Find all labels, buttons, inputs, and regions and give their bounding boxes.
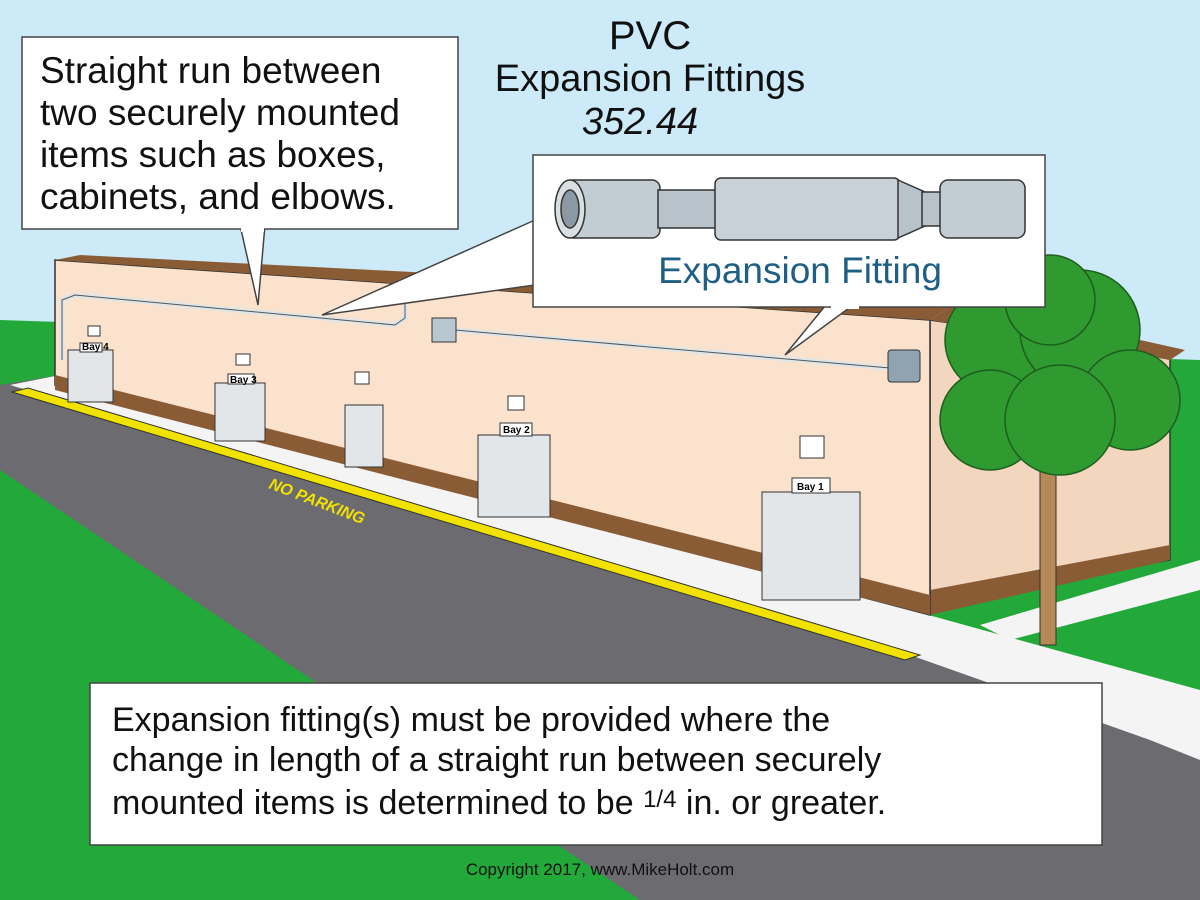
callout-box: [21, 36, 459, 306]
requirement-line-3: mounted items is determined to be 1/4 in…: [112, 780, 1092, 823]
callout-line: items such as boxes,: [40, 134, 386, 175]
wall-light: [235, 353, 251, 366]
requirement-box: [89, 682, 1103, 846]
copyright: Copyright 2017, www.MikeHolt.com: [465, 860, 735, 879]
fraction: 1/4: [643, 786, 677, 813]
wall-light: [354, 371, 370, 385]
door-bay-1: Bay 1: [761, 477, 861, 601]
title-line-1: PVC: [608, 14, 692, 58]
conduit-run-2-outline: [454, 329, 891, 369]
requirement-line-2: change in length of a straight run betwe…: [112, 741, 882, 779]
door-single: [344, 404, 384, 468]
requirement-text: Expansion fitting(s) must be provided wh…: [112, 700, 1092, 823]
svg-text:Bay 4: Bay 4: [82, 342, 109, 353]
junction-box-2: [431, 317, 457, 343]
requirement-line-3-pre: mounted items is determined to be: [112, 784, 644, 822]
svg-text:Bay 3: Bay 3: [230, 375, 257, 386]
conduit-run-1-outline: [61, 290, 406, 360]
wall-light: [507, 395, 525, 411]
wall-light: [799, 435, 825, 459]
door-bay-4: Bay 4: [67, 342, 114, 403]
fitting-label: Expansion Fitting: [658, 250, 942, 291]
svg-text:Bay 2: Bay 2: [503, 425, 530, 436]
callout-line: cabinets, and elbows.: [40, 176, 396, 217]
door-bay-3: Bay 3: [214, 373, 266, 442]
no-parking-line: [10, 387, 922, 661]
svg-text:Bay 1: Bay 1: [797, 482, 824, 493]
junction-box-3: [887, 349, 921, 383]
side-path: [980, 560, 1200, 640]
requirement-line-1: Expansion fitting(s) must be provided wh…: [112, 701, 831, 739]
expansion-fitting: [554, 177, 1026, 241]
wall-light: [87, 325, 101, 337]
title-line-2: Expansion Fittings: [494, 58, 806, 100]
door-bay-2: Bay 2: [477, 422, 551, 518]
callout-line: Straight run between: [40, 50, 382, 91]
tree-leaves: [939, 254, 1181, 476]
requirement-line-3-post: in. or greater.: [676, 784, 887, 822]
callout-text: Straight run between two securely mounte…: [40, 50, 460, 218]
callout-line: two securely mounted: [40, 92, 400, 133]
section-number: 352.44: [581, 101, 699, 143]
tree-trunk: [1039, 469, 1057, 646]
